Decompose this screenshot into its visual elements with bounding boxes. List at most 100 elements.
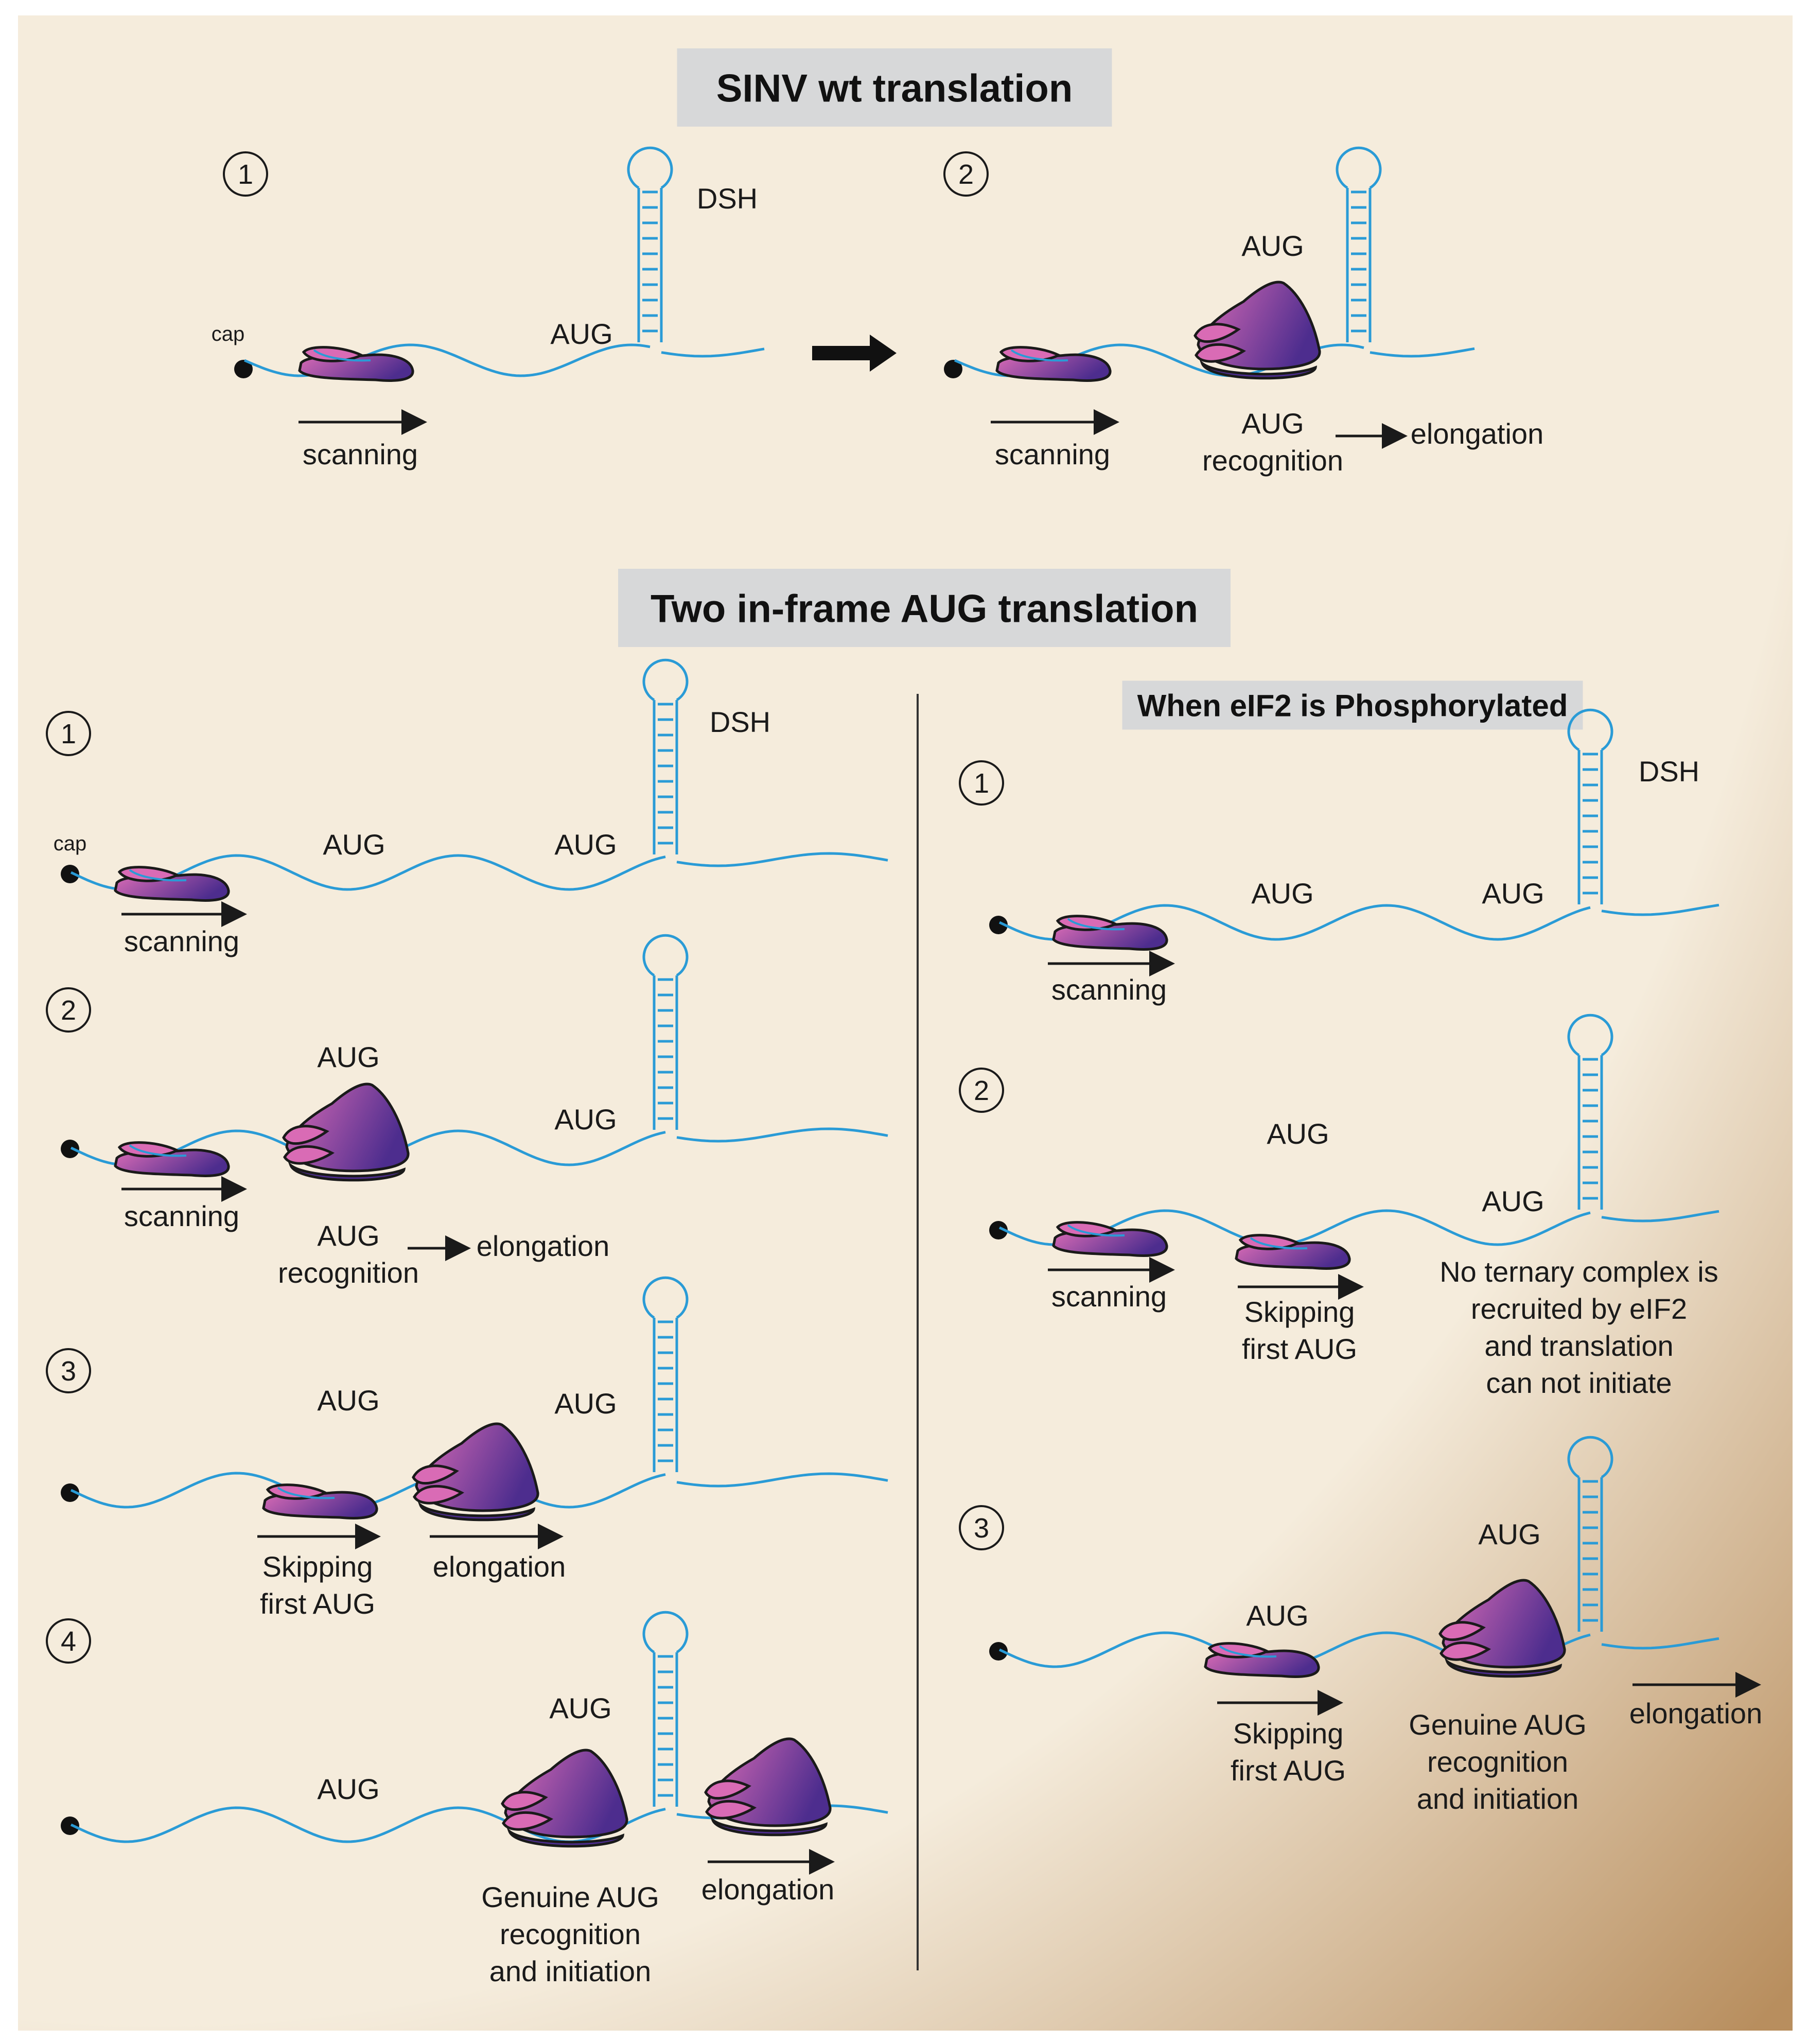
dsh-hairpin-icon	[1567, 1014, 1613, 1210]
no-ternary-label: recruited by eIF2	[1471, 1292, 1687, 1325]
no-ternary-label: No ternary complex is	[1440, 1255, 1718, 1288]
aug-recognition-label: AUG	[317, 1219, 379, 1252]
elongation-label: elongation	[433, 1550, 566, 1583]
dsh-hairpin-icon	[642, 934, 689, 1130]
scanning-label: scanning	[1051, 1280, 1167, 1313]
genuine-aug-label: Genuine AUG	[1409, 1708, 1587, 1741]
dsh-hairpin-icon	[1336, 146, 1382, 342]
mrna-strand	[676, 852, 888, 867]
svg-text:3: 3	[974, 1513, 989, 1544]
cap-dot-icon	[61, 1140, 79, 1158]
skipping-label: first AUG	[1231, 1754, 1346, 1787]
cap-dot-icon	[234, 360, 253, 378]
genuine-aug-label: and initiation	[1417, 1783, 1578, 1815]
ribosome-icon	[704, 1737, 832, 1837]
skipping-label: first AUG	[1242, 1333, 1357, 1365]
step-number: 3	[959, 1505, 1004, 1550]
svg-text:4: 4	[61, 1626, 76, 1657]
svg-text:2: 2	[974, 1075, 989, 1106]
svg-text:3: 3	[61, 1356, 76, 1387]
aug-label: AUG	[1241, 230, 1304, 262]
svg-text:1: 1	[238, 159, 253, 190]
mrna-strand	[1601, 903, 1719, 916]
small-ribosome-subunit	[114, 1141, 230, 1177]
mrna-strand	[676, 1127, 888, 1143]
dsh-hairpin-icon	[642, 1276, 689, 1472]
mrna-strand	[676, 1472, 888, 1488]
small-ribosome-subunit	[1235, 1234, 1351, 1270]
step-number: 1	[959, 760, 1004, 806]
genuine-aug-label: and initiation	[489, 1955, 651, 1987]
title-sinv: SINV wt translation	[716, 66, 1073, 110]
title-phos-box	[1122, 680, 1583, 730]
small-ribosome-subunit	[298, 346, 414, 382]
aug-recognition-label: recognition	[1202, 444, 1343, 477]
step-number: 1	[223, 151, 268, 197]
dsh-hairpin-icon	[642, 1611, 689, 1807]
small-ribosome-subunit	[114, 866, 230, 902]
aug-label: AUG	[317, 1773, 379, 1805]
small-ribosome-subunit	[1052, 1221, 1168, 1257]
cap-dot-icon	[61, 1816, 79, 1835]
no-ternary-label: can not initiate	[1486, 1367, 1672, 1399]
aug-label: AUG	[1482, 877, 1544, 910]
dsh-hairpin-icon	[627, 146, 673, 342]
aug-recognition-label: recognition	[278, 1256, 419, 1289]
title-two-aug: Two in-frame AUG translation	[651, 587, 1198, 631]
genuine-aug-label: recognition	[1427, 1745, 1568, 1778]
cap-dot-icon	[61, 1483, 79, 1502]
aug-label: AUG	[549, 1692, 611, 1724]
ribosome-icon	[1438, 1579, 1566, 1678]
ribosome-icon	[412, 1422, 539, 1522]
aug-label: AUG	[1246, 1599, 1308, 1632]
mrna-strand	[1601, 1637, 1719, 1650]
mrna-strand	[1601, 1210, 1719, 1222]
ribosome-icon	[282, 1082, 410, 1182]
cap-dot-icon	[944, 360, 962, 378]
aug-label: AUG	[1267, 1117, 1329, 1150]
ribosome-icon	[501, 1749, 628, 1848]
cap-dot-icon	[989, 1642, 1008, 1661]
scanning-label: scanning	[124, 1200, 239, 1232]
elongation-label: elongation	[1629, 1697, 1762, 1729]
step-number: 3	[46, 1348, 91, 1393]
skipping-label: Skipping	[262, 1550, 373, 1583]
step-number: 1	[46, 711, 91, 756]
aug-label: AUG	[554, 1103, 617, 1135]
scanning-label: scanning	[303, 438, 418, 470]
elongation-label: elongation	[701, 1873, 834, 1906]
aug-label: AUG	[1478, 1518, 1540, 1550]
aug-label: AUG	[554, 828, 617, 861]
title-phos: When eIF2 is Phosphorylated	[1137, 689, 1568, 723]
small-ribosome-subunit	[1052, 915, 1168, 951]
dsh-hairpin-icon	[1567, 1436, 1613, 1632]
skipping-label: Skipping	[1233, 1717, 1344, 1750]
dsh-hairpin-icon	[642, 658, 689, 854]
svg-text:2: 2	[61, 995, 76, 1026]
step-number: 2	[46, 987, 91, 1033]
step-number: 4	[46, 1618, 91, 1664]
genuine-aug-label: Genuine AUG	[481, 1881, 659, 1913]
step-number: 2	[943, 151, 989, 197]
aug-label: AUG	[1251, 877, 1313, 910]
small-ribosome-subunit	[1204, 1642, 1320, 1678]
aug-label: AUG	[323, 828, 385, 861]
small-ribosome-subunit	[995, 346, 1112, 382]
aug-label: AUG	[317, 1384, 379, 1417]
scanning-label: scanning	[124, 925, 239, 957]
cap-dot-icon	[989, 1221, 1008, 1239]
skipping-label: Skipping	[1244, 1296, 1355, 1328]
cap-dot-icon	[989, 916, 1008, 934]
elongation-label: elongation	[477, 1230, 609, 1262]
title-two-aug-box	[618, 569, 1231, 647]
scanning-label: scanning	[1051, 973, 1167, 1006]
aug-label: AUG	[317, 1041, 379, 1073]
genuine-aug-label: recognition	[500, 1918, 641, 1950]
svg-text:2: 2	[958, 159, 974, 190]
skipping-label: first AUG	[260, 1587, 375, 1620]
dsh-label: DSH	[697, 182, 758, 215]
cap-dot-icon	[61, 865, 79, 883]
svg-text:1: 1	[974, 768, 989, 799]
small-ribosome-subunit	[262, 1483, 378, 1519]
